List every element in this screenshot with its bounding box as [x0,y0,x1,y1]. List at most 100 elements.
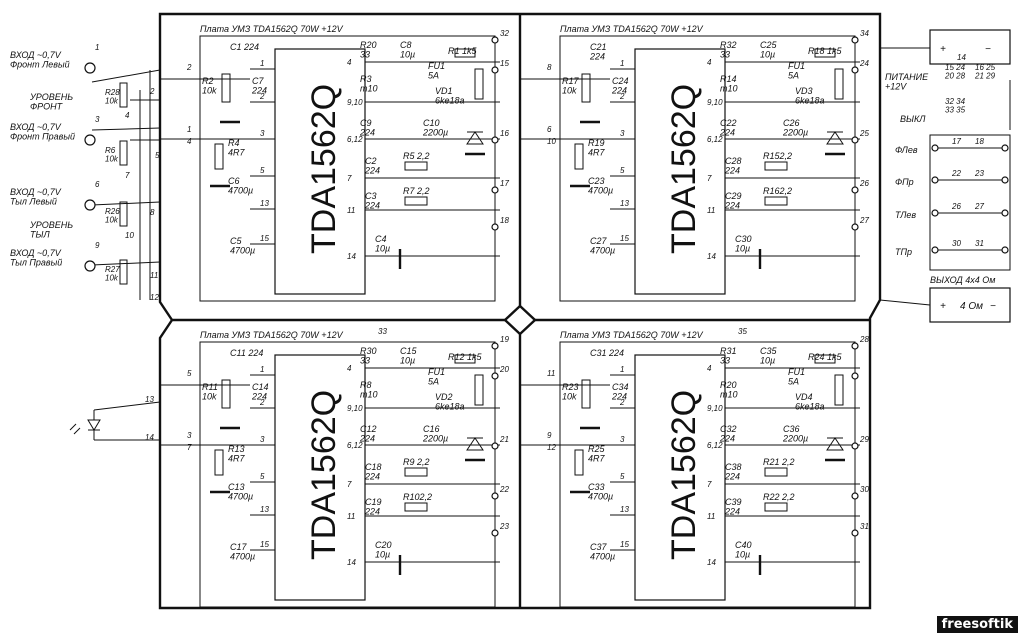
output-terminal[interactable] [1001,209,1009,217]
in-pin: 12 [547,443,556,452]
output-terminal[interactable] [931,246,939,254]
chip-pin: 2 [619,398,625,407]
out-pin: 30 [860,485,869,494]
chip-name: TDA1562Q [305,84,343,254]
chip-pin: 1 [620,59,624,68]
output-terminal[interactable] [1001,246,1009,254]
chip-pin: 13 [260,505,269,514]
out-pin: 23 [499,522,509,531]
out-pin: 20 [499,365,509,374]
part-label: C1 224 [230,42,259,52]
amp-board-1: Плата УМЗ TDA1562Q 70W +12VTDA1562Q12351… [160,24,509,302]
chip-pin: 5 [620,472,625,481]
chip-pin: 13 [260,199,269,208]
in-pin: 5 [187,369,192,378]
input-jack[interactable] [84,260,96,272]
part-label: R152,2 [763,151,792,161]
part-label: R102,2 [403,492,432,502]
chip-pin: 4 [347,364,352,373]
chip-pin: 15 [260,234,269,243]
input-pin: 6 [95,180,100,189]
in-pin: 3 [187,431,192,440]
chip-pin: 2 [259,398,265,407]
amp-board-4: Плата УМЗ TDA1562Q 70W +12VTDA1562Q12351… [520,327,869,608]
level-pin: 7 [125,171,130,180]
output-terminal[interactable] [1001,176,1009,184]
out-pin: 32 [500,29,509,38]
chip-pin: 13 [620,199,629,208]
chip-pin: 6,12 [707,441,723,450]
output-terminal[interactable] [931,144,939,152]
input-jack[interactable] [84,62,96,74]
out-pin: 22 [499,485,509,494]
out-pin: 25 [859,129,869,138]
output-label: ФПр [895,177,914,187]
out-pin: 31 [860,522,869,531]
chip-pin: 5 [260,472,265,481]
level-pin: 2 [149,87,155,96]
output-label: ТПр [895,247,912,257]
input-pin: 3 [95,115,100,124]
chip-pin: 3 [260,129,265,138]
part-label: R9 2,2 [403,457,430,467]
chip-pin: 15 [620,540,629,549]
chip-pin: 9,10 [707,98,723,107]
chip-pin: 1 [620,365,624,374]
chip-pin: 4 [707,58,712,67]
out-pin: 17 [500,179,509,188]
output-terminal[interactable] [1001,144,1009,152]
output-terminal[interactable] [931,176,939,184]
part-label: C11 224 [230,348,263,358]
input-jack[interactable] [84,199,96,211]
input-jack[interactable] [84,134,96,146]
in-pin: 2 [186,63,192,72]
chip-body [274,48,366,295]
chip-pin: 6,12 [707,135,723,144]
led-pin: 14 [145,433,154,442]
part-label: C31 224 [590,348,624,358]
in-pin: 11 [547,369,555,378]
output-terminal[interactable] [931,209,939,217]
out-pin: 24 [859,59,869,68]
level-pin: 12 [150,293,159,302]
chip-pin: 1 [260,59,264,68]
part-label: R162,2 [763,186,792,196]
part-label: R5 2,2 [403,151,430,161]
part-label: R22 2,2 [763,492,795,502]
chip-pin: 3 [620,129,625,138]
chip-pin: 7 [347,174,352,183]
chip-pin: 5 [620,166,625,175]
input-pin: 9 [95,241,100,250]
chip-pin: 7 [707,174,712,183]
out-pin: 19 [500,335,509,344]
speaker-plus: + [940,301,946,312]
